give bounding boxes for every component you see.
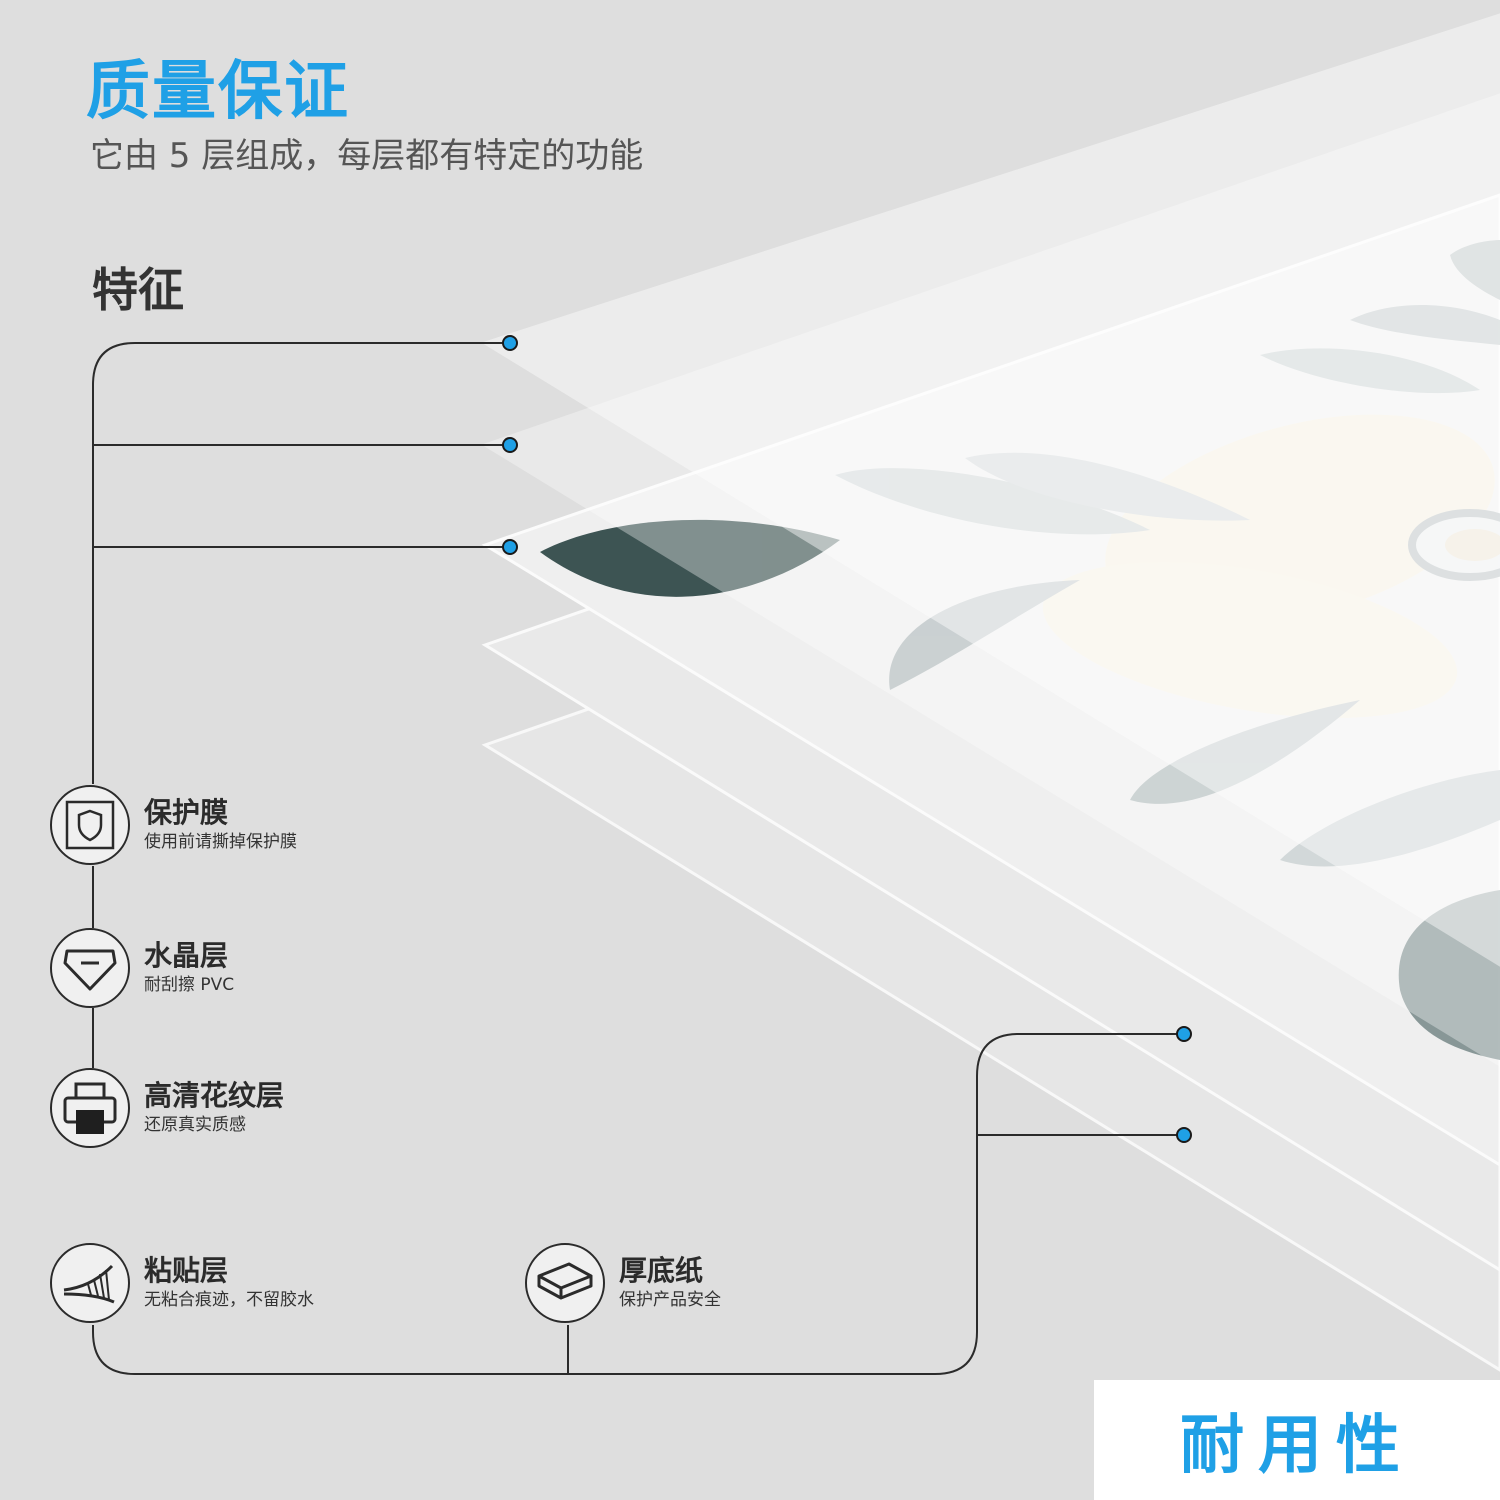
dot-crystal-layer: [502, 437, 518, 453]
crystal-sheet: [481, 93, 1500, 1067]
section-title: 特征: [92, 263, 184, 317]
feature-desc: 无粘合痕迹，不留胶水: [144, 1290, 314, 1310]
flower-artwork: [540, 240, 1500, 1060]
durability-label: 耐用性: [1180, 1409, 1414, 1483]
feature-pattern-layer: 高清花纹层 还原真实质感: [50, 1068, 284, 1148]
peel-adhesive-icon: [50, 1243, 130, 1323]
feature-desc: 使用前请撕掉保护膜: [144, 832, 297, 852]
feature-name: 高清花纹层: [144, 1079, 285, 1112]
printer-icon: [50, 1068, 130, 1148]
dot-base-paper: [1176, 1127, 1192, 1143]
connector-dots: [502, 335, 1192, 1143]
feature-name: 水晶层: [144, 939, 229, 972]
crystal-gem-icon: [50, 928, 130, 1008]
feature-crystal-layer: 水晶层 耐刮擦 PVC: [50, 928, 234, 1008]
page-subtitle: 它由 5 层组成，每层都有特定的功能: [90, 136, 644, 176]
dot-protective-film: [502, 335, 518, 351]
shield-icon: [50, 785, 130, 865]
durability-badge: 耐用性: [1094, 1380, 1500, 1500]
base-paper-icon: [525, 1243, 605, 1323]
feature-desc: 耐刮擦 PVC: [144, 975, 235, 995]
feature-desc: 保护产品安全: [619, 1290, 721, 1310]
feature-adhesive-layer: 粘贴层 无粘合痕迹，不留胶水: [50, 1243, 314, 1323]
protective-film-sheet: [481, 13, 1500, 967]
dot-adhesive-layer: [1176, 1026, 1192, 1042]
dot-pattern-layer: [502, 539, 518, 555]
feature-protective-film: 保护膜 使用前请撕掉保护膜: [50, 785, 297, 865]
feature-name: 粘贴层: [144, 1254, 229, 1287]
feature-name: 保护膜: [144, 796, 229, 829]
feature-base-paper: 厚底纸 保护产品安全: [525, 1243, 721, 1323]
page-title: 质量保证: [86, 55, 350, 129]
feature-name: 厚底纸: [619, 1254, 704, 1287]
feature-desc: 还原真实质感: [144, 1115, 246, 1135]
left-connector-lines: [92, 342, 1184, 1375]
